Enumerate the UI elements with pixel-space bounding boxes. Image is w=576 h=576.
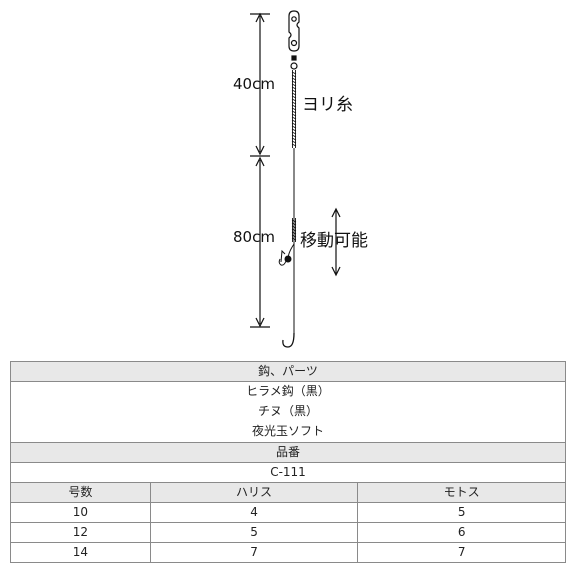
rig-diagram: 40cm 80cm [233, 10, 368, 348]
column-header-harisu: ハリス [149, 482, 359, 503]
column-header-size: 号数 [10, 482, 151, 503]
callout-movable: 移動可能 [300, 231, 368, 251]
callout-twist-line: ヨリ糸 [302, 95, 353, 115]
column-header-motosu: モトス [357, 482, 566, 503]
cell-motosu: 5 [357, 502, 566, 523]
swivel [288, 10, 300, 70]
parts-header: 鈎、パーツ [10, 361, 566, 382]
cell-harisu: 4 [149, 502, 359, 523]
code-header: 品番 [10, 442, 566, 463]
dimension-40cm [250, 12, 270, 157]
cell-size: 10 [10, 502, 151, 523]
cell-harisu: 7 [149, 542, 359, 563]
table-row: 12 5 6 [10, 522, 566, 543]
movable-wrap [291, 218, 297, 242]
dimension-80cm [250, 156, 270, 328]
cell-size: 12 [10, 522, 151, 543]
label-40cm: 40cm [233, 75, 275, 93]
cell-size: 14 [10, 542, 151, 563]
label-80cm: 80cm [233, 228, 275, 246]
part-item: ヒラメ鈎（黒） [246, 384, 330, 398]
table-row: 10 4 5 [10, 502, 566, 523]
cell-harisu: 5 [149, 522, 359, 543]
cell-motosu: 7 [357, 542, 566, 563]
twisted-line [291, 70, 297, 148]
movable-arrow [331, 207, 341, 277]
spec-table: 鈎、パーツ ヒラメ鈎（黒） チヌ（黒） 夜光玉ソフト 品番 C-111 号数 ハ… [10, 361, 566, 563]
bottom-hook-icon [282, 332, 295, 348]
hook-icon [280, 249, 286, 263]
product-code: C-111 [10, 462, 566, 483]
part-item: チヌ（黒） [257, 404, 318, 418]
cell-motosu: 6 [357, 522, 566, 543]
branch-hook [278, 243, 295, 266]
parts-list: ヒラメ鈎（黒） チヌ（黒） 夜光玉ソフト [10, 381, 566, 443]
part-item: 夜光玉ソフト [251, 424, 324, 438]
table-row: 14 7 7 [10, 542, 566, 563]
